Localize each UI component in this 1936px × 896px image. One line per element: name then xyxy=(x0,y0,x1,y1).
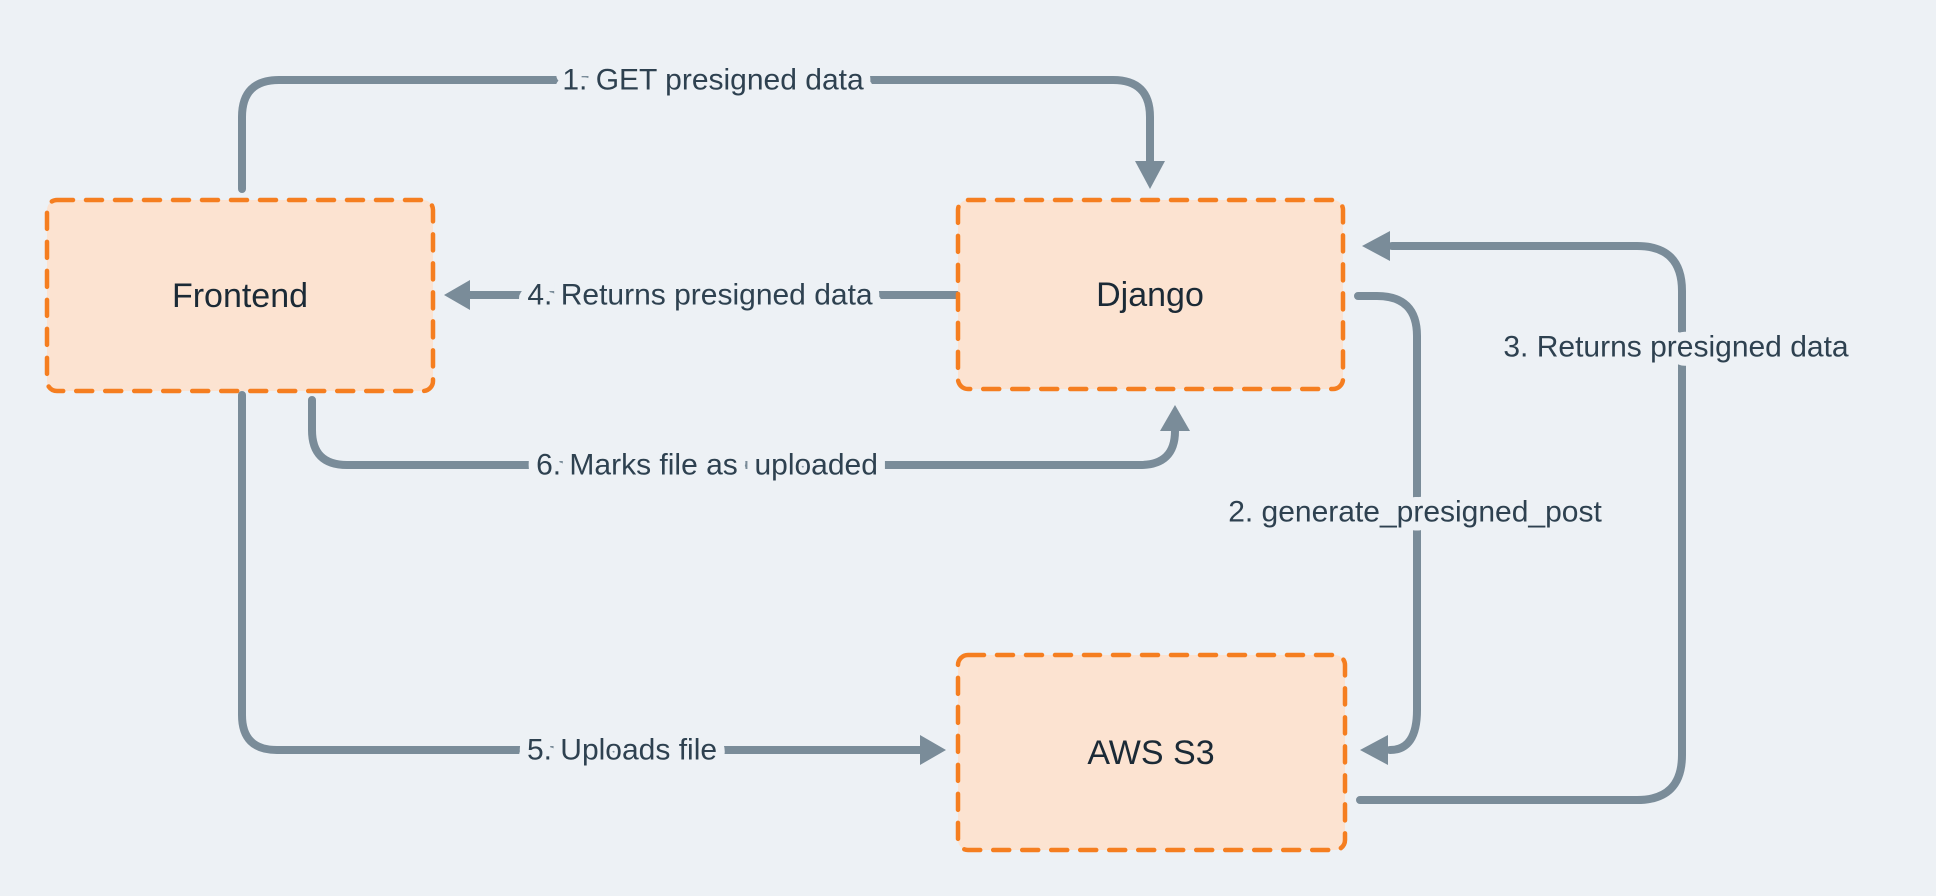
arrowhead-up-icon xyxy=(1160,405,1190,431)
arrowhead-down-icon xyxy=(1135,161,1165,189)
edge-label-6: 6. Marks file as uploaded xyxy=(536,449,878,482)
frontend-box xyxy=(44,197,436,394)
edge-label-5: 5. Uploads file xyxy=(527,734,717,767)
django-label: Django xyxy=(1096,276,1204,314)
django-box xyxy=(955,197,1346,392)
edge-1-get-presigned-data xyxy=(238,76,1154,193)
node-frontend: Frontend xyxy=(44,197,436,394)
edges-layer xyxy=(238,76,1686,804)
edge-label-2: 2. generate_presigned_post xyxy=(1228,496,1602,529)
frontend-label: Frontend xyxy=(172,277,308,315)
aws-s3-box xyxy=(955,652,1348,853)
nodes-layer: Frontend Django AWS S3 xyxy=(44,197,1348,853)
arrowhead-left-icon xyxy=(444,280,470,310)
edge-label-1: 1. GET presigned data xyxy=(562,64,864,97)
edge-6-marks-file-uploaded xyxy=(308,396,1179,469)
arrowhead-right-icon xyxy=(920,735,946,765)
edge-label-3: 3. Returns presigned data xyxy=(1503,331,1849,364)
node-django: Django xyxy=(955,197,1346,392)
edge-label-4: 4. Returns presigned data xyxy=(527,279,873,312)
edge-5-uploads-file xyxy=(238,391,924,754)
aws-s3-label: AWS S3 xyxy=(1087,734,1214,772)
edge-2-generate-presigned-post xyxy=(1354,292,1421,754)
arrowhead-left-icon xyxy=(1360,735,1388,765)
arrowhead-left-icon xyxy=(1362,231,1390,261)
node-aws-s3: AWS S3 xyxy=(955,652,1348,853)
edge-3-returns-presigned-data xyxy=(1356,242,1686,804)
